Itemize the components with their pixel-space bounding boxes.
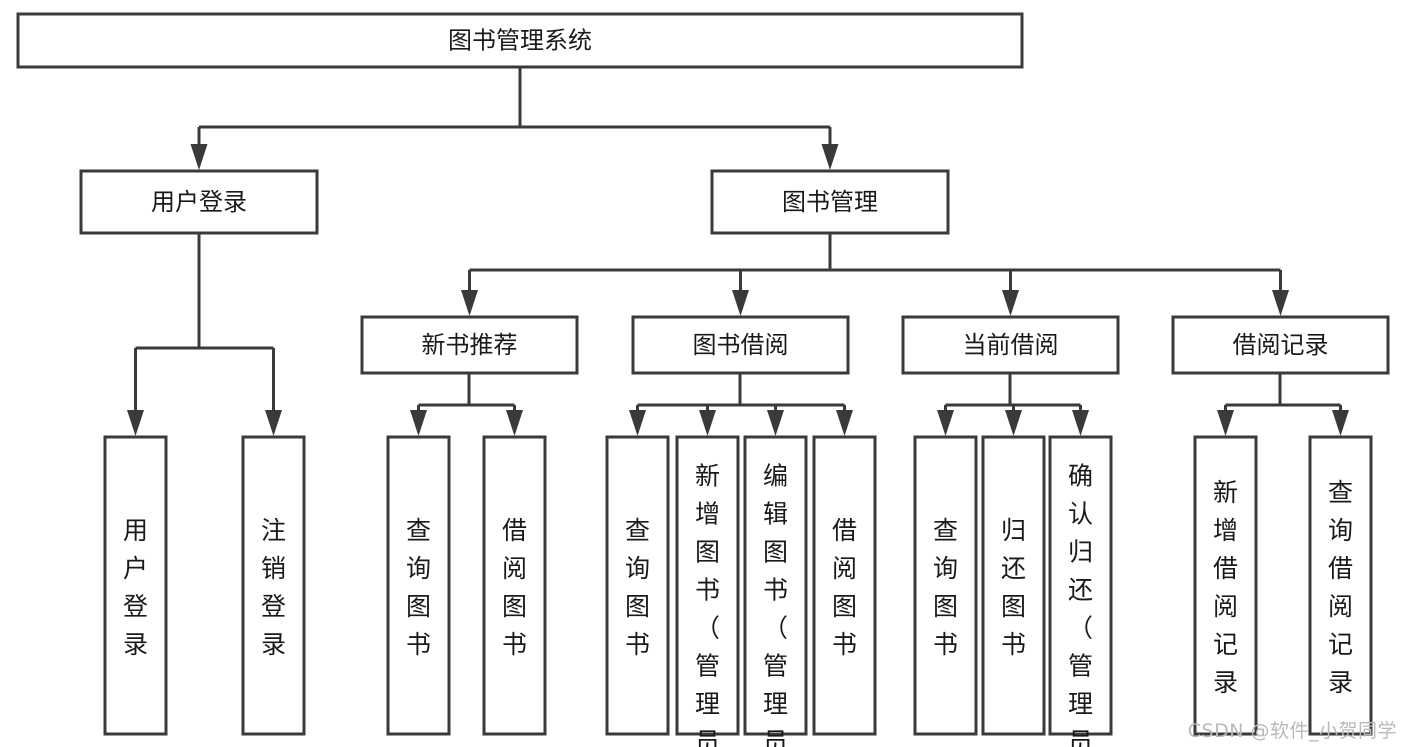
arrow-head-icon [1217,410,1234,436]
arrow-head-icon [821,144,839,170]
node-label: 借阅记录 [1233,331,1329,359]
node-label: 用户登录 [123,516,148,659]
arrow-head-icon [127,410,144,436]
node-label: 查询借阅记录 [1328,478,1353,697]
node-box[interactable] [482,435,547,736]
node-leaf-edit-book[interactable]: 编辑图书（管理员） [743,435,808,747]
node-leaf-borrow-book-2[interactable]: 借阅图书 [812,435,877,736]
arrow-head-icon [732,290,749,316]
arrow-head-icon [1332,410,1349,436]
node-box[interactable] [16,12,1024,69]
node-label: 借阅图书 [832,516,857,659]
edge-group-borrow-record [1217,373,1349,436]
node-label: 用户登录 [151,188,247,216]
arrow-head-icon [190,144,208,170]
arrow-head-icon [1002,290,1019,316]
node-box[interactable] [241,435,306,736]
node-label: 编辑图书（管理员） [763,462,788,747]
node-box[interactable] [1193,435,1258,736]
arrow-head-icon [461,290,478,316]
node-leaf-return-book[interactable]: 归还图书 [981,435,1046,736]
node-leaf-query-book-1[interactable]: 查询图书 [386,435,451,736]
node-user-login[interactable]: 用户登录 [79,169,319,235]
node-leaf-user-login[interactable]: 用户登录 [103,435,168,736]
node-leaf-confirm-return[interactable]: 确认归还（管理员） [1048,435,1113,747]
node-leaf-user-logout[interactable]: 注销登录 [241,435,306,736]
node-leaf-query-record[interactable]: 查询借阅记录 [1308,435,1373,736]
node-box[interactable] [901,315,1120,375]
arrow-head-icon [1005,410,1022,436]
watermark-label: CSDN @软件_小贺同学 [1187,720,1397,742]
node-label: 查询图书 [933,516,958,659]
node-label: 确认归还（管理员） [1068,462,1093,747]
node-box[interactable] [1048,435,1113,736]
node-leaf-add-book[interactable]: 新增图书（管理员） [675,435,740,747]
node-label: 当前借阅 [963,331,1059,359]
arrow-head-icon [265,410,282,436]
edge-group-root [190,67,839,170]
node-label: 新书推荐 [422,331,518,359]
arrow-head-icon [1072,410,1089,436]
arrow-head-icon [506,410,523,436]
node-label: 图书管理 [782,188,878,216]
node-label: 新增借阅记录 [1213,478,1238,697]
arrow-head-icon [836,410,853,436]
arrow-head-icon [410,410,427,436]
node-label: 图书借阅 [693,331,789,359]
node-label: 查询图书 [406,516,431,659]
node-box[interactable] [631,315,850,375]
node-label: 归还图书 [1001,516,1026,659]
node-box[interactable] [386,435,451,736]
node-box[interactable] [710,169,950,235]
node-box[interactable] [675,435,740,736]
edge-group-book-borrow [629,373,853,436]
node-root[interactable]: 图书管理系统 [16,12,1024,69]
nodes-layer: 图书管理系统用户登录图书管理新书推荐图书借阅当前借阅借阅记录用户登录注销登录查询… [16,12,1390,747]
arrow-head-icon [937,410,954,436]
node-label: 注销登录 [261,516,286,659]
node-box[interactable] [605,435,670,736]
edge-group-book-manage [461,233,1289,316]
node-box[interactable] [1308,435,1373,736]
node-leaf-query-book-3[interactable]: 查询图书 [913,435,978,736]
edge-group-user-login [127,233,282,436]
node-current-borrow[interactable]: 当前借阅 [901,315,1120,375]
node-book-borrow[interactable]: 图书借阅 [631,315,850,375]
edge-group-current-borrow [937,373,1089,436]
node-box[interactable] [743,435,808,736]
node-box[interactable] [79,169,319,235]
node-label: 图书管理系统 [448,27,592,55]
arrow-head-icon [699,410,716,436]
node-label: 查询图书 [625,516,650,659]
edges-layer [127,67,1349,436]
node-label: 借阅图书 [502,516,527,659]
node-leaf-add-record[interactable]: 新增借阅记录 [1193,435,1258,736]
node-box[interactable] [981,435,1046,736]
node-box[interactable] [812,435,877,736]
node-book-manage[interactable]: 图书管理 [710,169,950,235]
edge-group-new-book-rec [410,373,523,436]
node-box[interactable] [103,435,168,736]
node-leaf-borrow-book-1[interactable]: 借阅图书 [482,435,547,736]
node-borrow-record[interactable]: 借阅记录 [1171,315,1390,375]
arrow-head-icon [767,410,784,436]
node-leaf-query-book-2[interactable]: 查询图书 [605,435,670,736]
node-box[interactable] [1171,315,1390,375]
node-new-book-rec[interactable]: 新书推荐 [360,315,579,375]
arrow-head-icon [1272,290,1289,316]
node-label: 新增图书（管理员） [695,462,720,747]
arrow-head-icon [629,410,646,436]
node-box[interactable] [360,315,579,375]
node-box[interactable] [913,435,978,736]
